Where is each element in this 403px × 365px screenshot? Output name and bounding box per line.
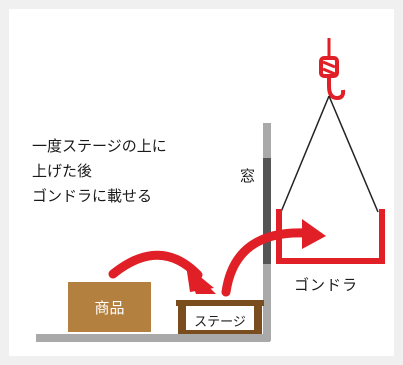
product-box: 商品 — [68, 282, 151, 332]
rope-left — [280, 95, 330, 213]
crane-hook-icon — [319, 38, 346, 101]
caption-line-2: 上げた後 — [32, 162, 93, 180]
caption-line-1: 一度ステージの上に — [32, 137, 167, 155]
window — [263, 158, 271, 264]
arrow-product-to-stage — [108, 250, 216, 294]
gondola-label: ゴンドラ — [294, 276, 359, 294]
stage — [176, 300, 264, 334]
caption-line-3: ゴンドラに載せる — [32, 187, 153, 205]
instruction-caption: 一度ステージの上に 上げた後 ゴンドラに載せる — [32, 134, 232, 209]
window-label: 窓 — [240, 167, 256, 185]
arrow-stage-to-gondola — [221, 219, 326, 297]
stage-label: ステージ — [194, 315, 246, 330]
floor — [36, 334, 270, 342]
rope-right — [328, 95, 379, 213]
